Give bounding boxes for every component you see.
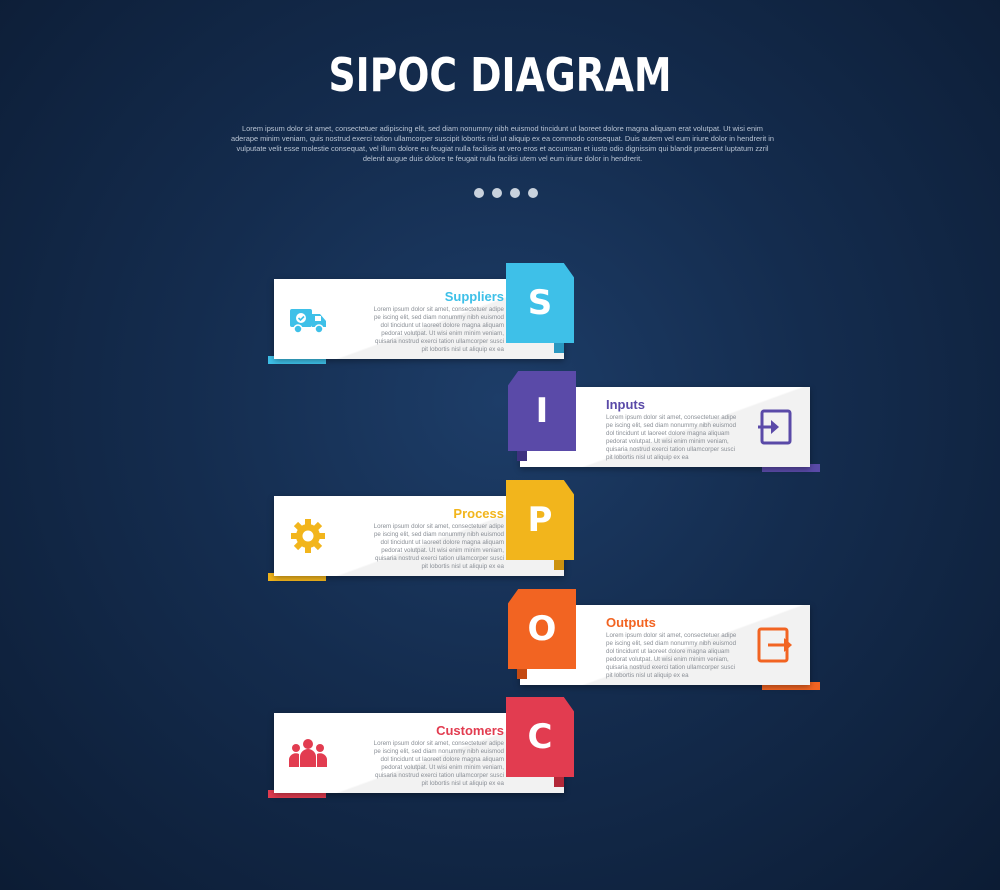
- dot: [474, 188, 484, 198]
- suppliers-heading: Suppliers: [444, 289, 504, 304]
- people-icon: [288, 733, 328, 773]
- outputs-heading: Outputs: [606, 615, 656, 630]
- dot: [528, 188, 538, 198]
- outputs-tab: [762, 682, 820, 690]
- letter-p: P: [506, 480, 574, 560]
- fold: [517, 669, 527, 679]
- dot: [510, 188, 520, 198]
- inputs-heading: Inputs: [606, 397, 645, 412]
- dot: [492, 188, 502, 198]
- letter-p-text: P: [527, 500, 553, 540]
- inputs-tab: [762, 464, 820, 472]
- page-title: SIPOC DIAGRAM: [328, 48, 672, 102]
- process-tab: [268, 573, 326, 581]
- fold: [554, 560, 564, 570]
- letter-i-text: I: [535, 391, 549, 431]
- customers-heading: Customers: [436, 723, 504, 738]
- outputs-body: Lorem ipsum dolor sit amet, consectetuer…: [606, 632, 737, 679]
- letter-i: I: [508, 371, 576, 451]
- suppliers-body: Lorem ipsum dolor sit amet, consectetuer…: [373, 306, 504, 353]
- process-body: Lorem ipsum dolor sit amet, consectetuer…: [373, 523, 504, 570]
- letter-o: O: [508, 589, 576, 669]
- page-subtitle: Lorem ipsum dolor sit amet, consectetuer…: [230, 124, 775, 163]
- input-icon: [756, 407, 796, 447]
- output-icon: [756, 625, 796, 665]
- fold: [554, 343, 564, 353]
- inputs-body: Lorem ipsum dolor sit amet, consectetuer…: [606, 414, 737, 461]
- letter-c-text: C: [527, 717, 553, 757]
- suppliers-tab: [268, 356, 326, 364]
- delivery-truck-icon: [288, 299, 328, 339]
- fold: [554, 777, 564, 787]
- customers-body: Lorem ipsum dolor sit amet, consectetuer…: [373, 740, 504, 787]
- letter-s: S: [506, 263, 574, 343]
- process-heading: Process: [453, 506, 504, 521]
- pagination-dots: [474, 188, 538, 198]
- gear-icon: [288, 516, 328, 556]
- customers-tab: [268, 790, 326, 798]
- letter-s-text: S: [527, 283, 553, 323]
- letter-c: C: [506, 697, 574, 777]
- letter-o-text: O: [527, 609, 557, 649]
- fold: [517, 451, 527, 461]
